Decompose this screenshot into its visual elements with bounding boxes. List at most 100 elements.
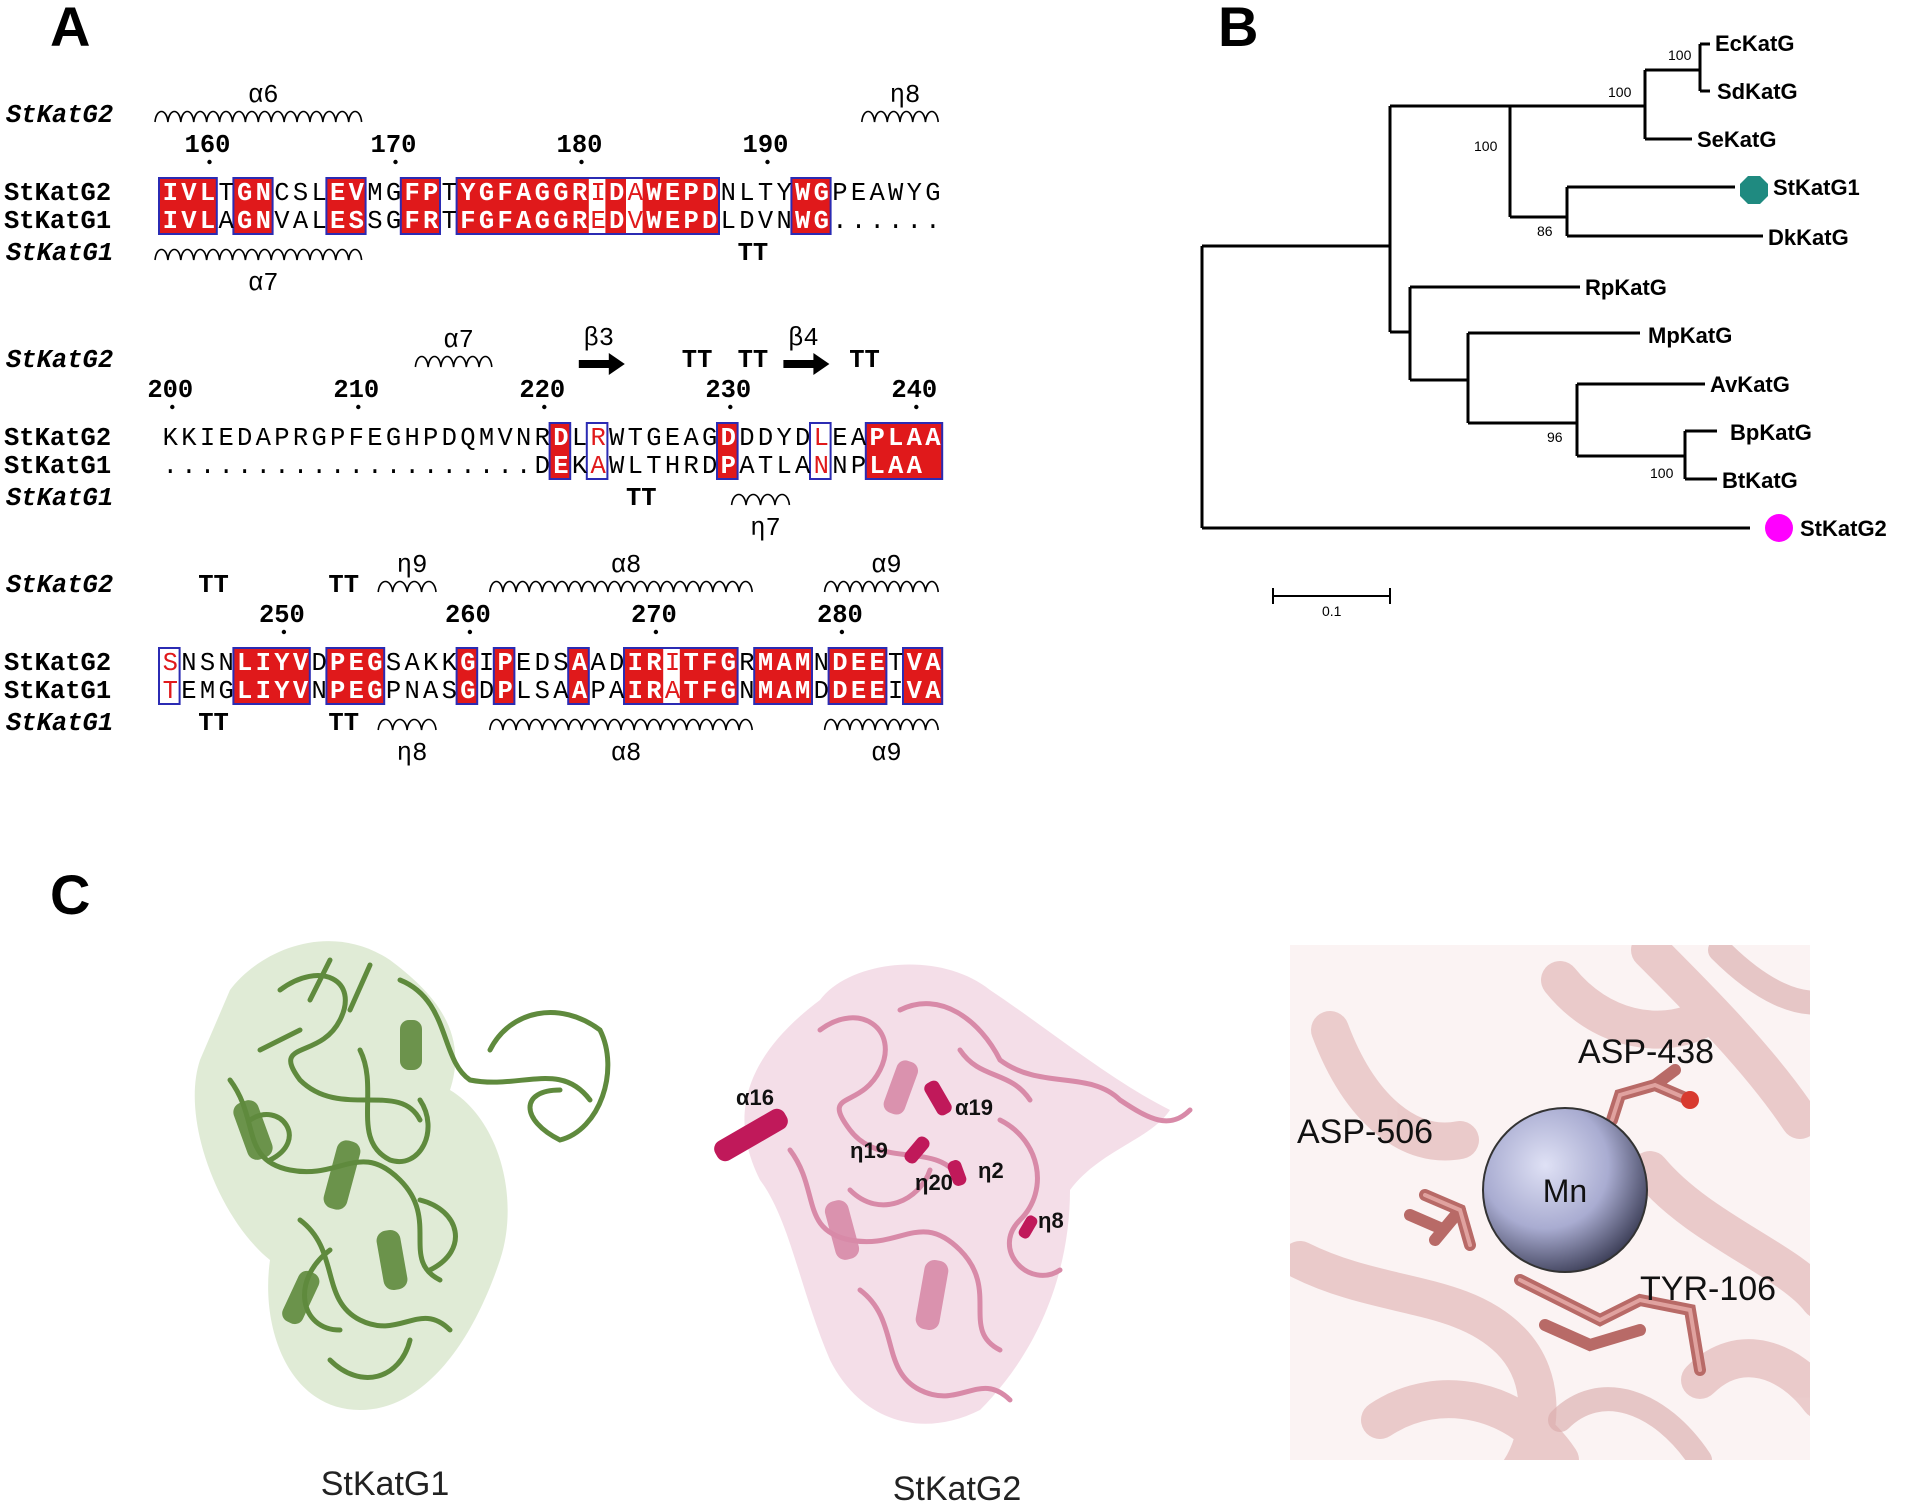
residue: G (535, 207, 550, 236)
residue: L (311, 179, 326, 208)
helix-glyph (489, 580, 753, 593)
residue: G (218, 677, 233, 706)
residue: E (869, 677, 884, 706)
similarity-box (399, 177, 441, 235)
residue: L (888, 424, 903, 453)
residue: R (590, 424, 605, 453)
residue: T (888, 649, 903, 678)
panel-a-label: A (50, 0, 91, 58)
residue: D (795, 424, 810, 453)
residue: N (776, 207, 791, 236)
panel-c-label: C (50, 863, 91, 926)
conserved-block (493, 648, 515, 704)
residue: R (423, 207, 439, 236)
similarity-box (902, 647, 944, 705)
sequence-name: StKatG2 (4, 179, 111, 208)
residue: L (200, 207, 215, 236)
residue: W (646, 179, 662, 208)
residue: L (237, 677, 252, 706)
residue: G (367, 677, 382, 706)
similarity-box (492, 647, 516, 705)
residue: V (628, 207, 644, 236)
ruler-dot (542, 404, 547, 410)
residue: L (776, 452, 791, 481)
stkatg2-marker (1765, 514, 1793, 542)
residue: A (851, 424, 867, 453)
residue: T (646, 452, 661, 481)
tree-leaf-label: AvKatG (1710, 372, 1790, 397)
residue: . (404, 452, 419, 481)
helix-label: η2 (978, 1158, 1004, 1183)
ruler-dot (170, 404, 175, 410)
residue: D (814, 677, 829, 706)
residue: H (404, 424, 419, 453)
residue: W (609, 424, 625, 453)
residue: D (609, 649, 624, 678)
tree-leaf-label: EcKatG (1715, 31, 1794, 56)
conserved-block (642, 178, 719, 234)
residue: G (311, 424, 326, 453)
residue: I (590, 179, 605, 208)
residue: M (367, 179, 382, 208)
helix-label: η8 (1038, 1208, 1064, 1233)
residue: D (832, 649, 847, 678)
residue: N (256, 179, 271, 208)
residue: D (832, 677, 847, 706)
ruler-number: 200 (147, 376, 193, 405)
residue: A (869, 179, 885, 208)
residue: Q (460, 424, 475, 453)
similarity-box (232, 177, 274, 235)
residue: P (423, 424, 438, 453)
ruler-dot (914, 404, 919, 410)
residue: V (907, 649, 923, 678)
sequence-name: StKatG1 (4, 677, 111, 706)
residue: D (553, 424, 568, 453)
residue: L (516, 677, 531, 706)
residue: A (739, 452, 755, 481)
residue: N (814, 649, 829, 678)
residue: M (758, 677, 773, 706)
residue: P (330, 424, 345, 453)
ss-track-label: StKatG2 (6, 346, 113, 375)
residue-label: ASP-506 (1297, 1113, 1433, 1151)
residue: M (200, 677, 215, 706)
residue: W (795, 207, 811, 236)
residue: E (665, 424, 680, 453)
residue: D (739, 207, 754, 236)
tree-leaf-label: MpKatG (1648, 323, 1732, 348)
residue: Y (907, 179, 922, 208)
residue: G (479, 179, 494, 208)
similarity-box (809, 422, 832, 480)
residue: N (721, 179, 736, 208)
residue: P (423, 179, 438, 208)
stkatg2-caption: StKatG2 (893, 1470, 1022, 1506)
ss-element-label: η9 (397, 551, 428, 580)
residue: N (218, 649, 233, 678)
residue: G (386, 179, 401, 208)
tree-leaf-label: StKatG1 (1773, 175, 1860, 200)
residue: D (702, 179, 717, 208)
residue: A (218, 207, 234, 236)
residue: V (758, 207, 774, 236)
ruler-number: 260 (445, 601, 491, 630)
strand-arrow (578, 353, 625, 375)
residue: S (163, 649, 178, 678)
conserved-block (233, 178, 273, 234)
residue: I (163, 179, 178, 208)
residue: L (237, 649, 252, 678)
residue: Y (776, 424, 791, 453)
residue: M (795, 649, 810, 678)
residue: . (907, 207, 922, 236)
residue: . (218, 452, 233, 481)
residue: E (330, 179, 345, 208)
residue: N (739, 677, 754, 706)
turn-label: TT (198, 571, 229, 600)
residue: A (516, 207, 532, 236)
residue: A (776, 649, 792, 678)
residue: G (386, 207, 401, 236)
residue: F (702, 677, 717, 706)
turn-label: TT (198, 709, 229, 738)
similarity-box (455, 177, 720, 235)
